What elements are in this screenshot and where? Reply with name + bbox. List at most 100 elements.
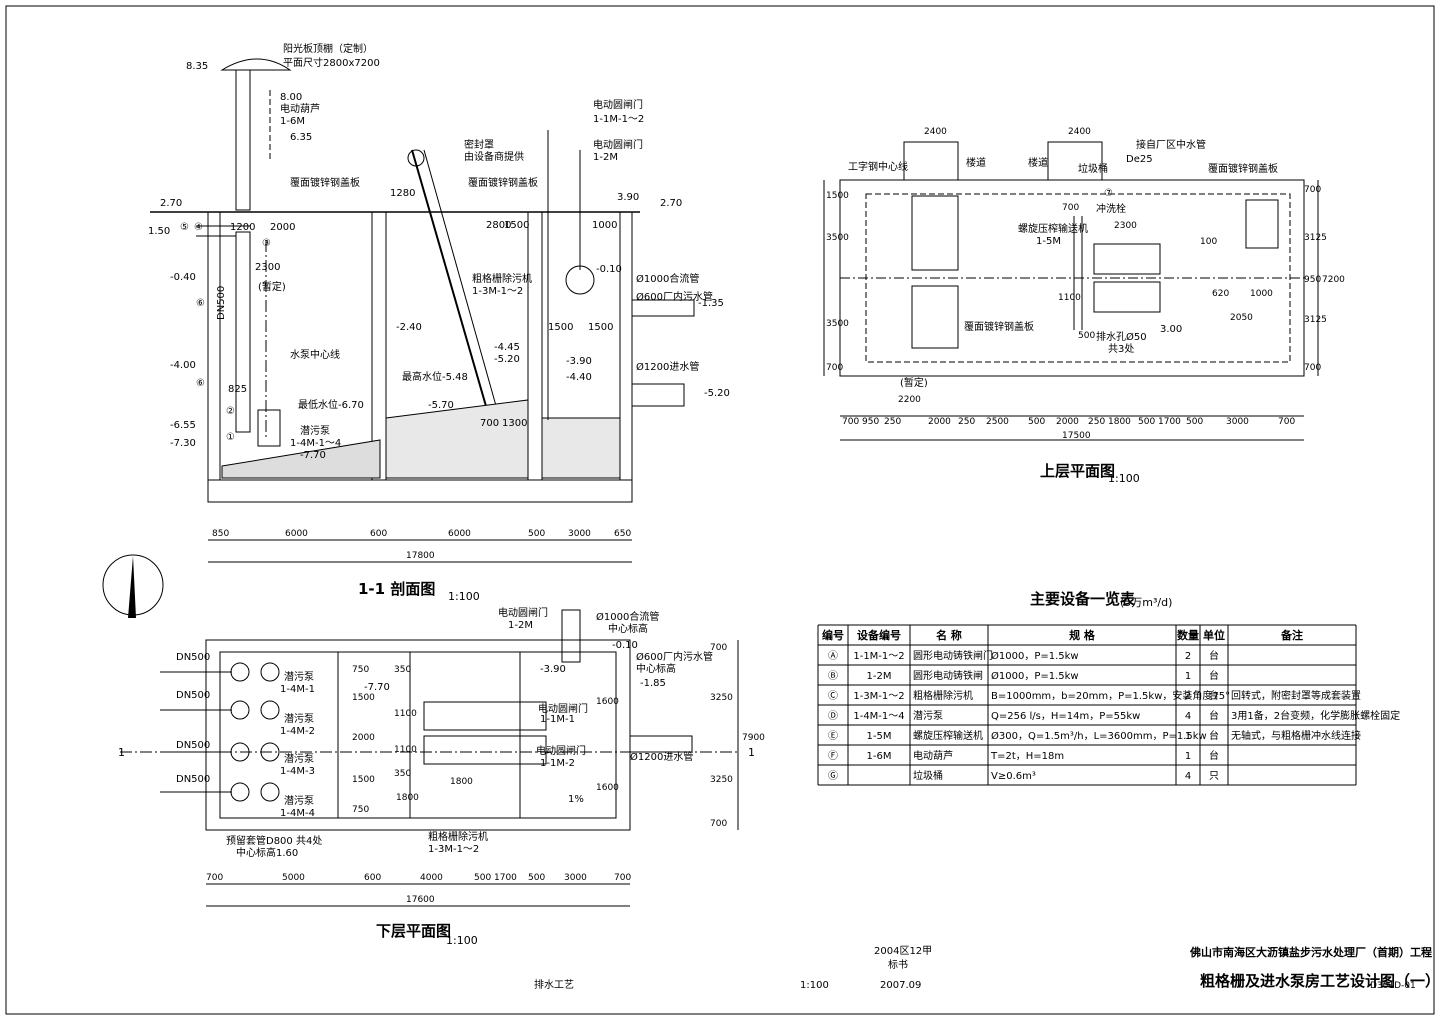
north-arrow	[102, 554, 164, 618]
circle-4: ④	[194, 222, 203, 233]
up-flush: 冲洗栓	[1096, 202, 1126, 215]
channel-fill	[385, 399, 529, 479]
up-press: 螺旋压榨输送机	[1018, 222, 1088, 235]
pump-label: 潜污泵	[300, 424, 330, 437]
dim-600: 600	[370, 529, 387, 539]
gate2-code: 1-2M	[593, 152, 618, 163]
low-v3: 1500	[352, 775, 375, 785]
up-b11: 1700	[1158, 417, 1181, 427]
table-cell: Ø1000，P=1.5kw	[991, 650, 1079, 662]
up-r0: 700	[1304, 185, 1321, 195]
tb-project: 佛山市南海区大沥镇盐步污水处理厂（首期）工程	[1189, 945, 1432, 959]
dim-1300: 1300	[502, 418, 527, 429]
low-pump-3: 潜污泵	[284, 752, 314, 765]
table-header-cell: 数量	[1177, 628, 1199, 642]
up-r4: 700	[1304, 363, 1321, 373]
up-l1: 3500	[826, 233, 849, 243]
lower-screen-2	[423, 735, 547, 765]
tb-stage: 标书	[888, 959, 908, 971]
up-b13: 3000	[1226, 417, 1249, 427]
up-source-size: De25	[1126, 154, 1153, 165]
up-b12: 500	[1186, 417, 1203, 427]
low-slope: 1%	[568, 794, 584, 805]
tb-scale: 1:100	[800, 980, 829, 991]
lower-pipe-d1000	[561, 609, 581, 663]
table-cell: 4	[1185, 771, 1191, 782]
table-cell: 1	[1185, 731, 1191, 742]
low-v4: 750	[352, 805, 369, 815]
elev-040: -0.40	[170, 272, 196, 283]
up-b5: 2500	[986, 417, 1009, 427]
low-r0: 700	[710, 643, 727, 653]
low-b0: 700	[206, 873, 223, 883]
dim-825: 825	[228, 384, 247, 395]
upper-grate-2	[911, 285, 959, 349]
low-b1: 5000	[282, 873, 305, 883]
vent-stack	[235, 69, 251, 211]
up-total-h: 7200	[1322, 275, 1345, 285]
lower-outline	[205, 639, 631, 831]
table-cell: 1-3M-1～2	[853, 691, 904, 702]
low-gate1: 电动圆闸门	[498, 606, 548, 619]
up-i2: 1100	[1058, 293, 1081, 303]
table-cell: Ⓔ	[828, 730, 838, 742]
elev-770: -7.70	[300, 450, 326, 461]
dim-1500b: 1500	[548, 322, 573, 333]
table-cell: 2	[1185, 651, 1191, 662]
elev-655: -6.55	[170, 420, 196, 431]
pump-center-label: 水泵中心线	[290, 348, 340, 361]
table-note: (5万m³/d)	[1120, 596, 1172, 609]
hoist-top: 8.00	[280, 92, 302, 103]
table-cell: 圆形电动铸铁闸	[913, 669, 983, 682]
low-b7: 3000	[564, 873, 587, 883]
table-cell: Q=256 l/s，H=14m，P=55kw	[991, 711, 1140, 722]
low-pump-code-3: 1-4M-3	[280, 766, 315, 777]
up-i4: 2050	[1230, 313, 1253, 323]
table-header-cell: 编号	[822, 628, 844, 642]
table-header-cell: 设备编号	[857, 628, 901, 642]
upper-plan	[823, 141, 1319, 441]
low-center2: 中心标高	[636, 662, 676, 675]
low-elev1: -7.70	[364, 682, 390, 693]
gate1-label: 电动圆闸门	[593, 98, 643, 111]
screen-label: 粗格栅除污机	[472, 272, 532, 285]
chamber-fill	[541, 417, 621, 479]
low-i0: 350	[394, 665, 411, 675]
riser-pipe	[235, 231, 251, 433]
low-r2: 3250	[710, 775, 733, 785]
table-cell: Ⓐ	[828, 650, 838, 662]
table-cell: 台	[1209, 649, 1219, 662]
bar-screen-2	[423, 149, 501, 421]
low-pipe-d1200: Ø1200进水管	[630, 750, 693, 763]
tb-drawing-no: D301D-01	[1370, 981, 1416, 991]
low-gate2: 电动圆闸门	[538, 702, 588, 715]
up-ibeam: 工字钢中心线	[848, 160, 908, 173]
dim-1000: 1000	[592, 220, 617, 231]
table-cell: 1	[1185, 751, 1191, 762]
pipe-d600-label: Ø600厂内污水管	[636, 290, 713, 303]
section-texts: 阳光板顶棚（定制） 平面尺寸2800x7200 8.35 8.00 电动葫芦 1…	[148, 42, 730, 603]
up-r2: 950	[1304, 275, 1321, 285]
low-center2-val: -1.85	[640, 678, 666, 689]
table-cell: 电动葫芦	[913, 749, 953, 762]
tb-drawing-title: 粗格栅及进水泵房工艺设计图（一）	[1200, 972, 1440, 990]
pipe-d1000	[565, 265, 595, 295]
table-cell: 只	[1209, 771, 1219, 782]
elev-400: -4.00	[170, 360, 196, 371]
low-pipe-d1000: Ø1000合流管	[596, 610, 659, 623]
min-level: 最低水位-6.70	[298, 398, 364, 411]
pump-row	[160, 662, 280, 802]
upper-title: 上层平面图	[1040, 462, 1115, 480]
up-source: 接自厂区中水管	[1136, 138, 1206, 151]
up-drain: 排水孔Ø50	[1096, 330, 1147, 343]
up-provisional: (暂定)	[900, 376, 928, 389]
hoist-code: 1-6M	[280, 116, 305, 127]
table-title: 主要设备一览表	[1030, 590, 1136, 608]
stair-2	[1047, 141, 1103, 181]
table-cell: 台	[1209, 749, 1219, 762]
up-top-2400b: 2400	[1068, 127, 1091, 137]
circle-3: ③	[262, 238, 271, 249]
table-cell: Ⓒ	[828, 690, 838, 702]
table-cell: 螺旋压榨输送机	[913, 729, 983, 742]
up-i9: 100	[1200, 237, 1217, 247]
